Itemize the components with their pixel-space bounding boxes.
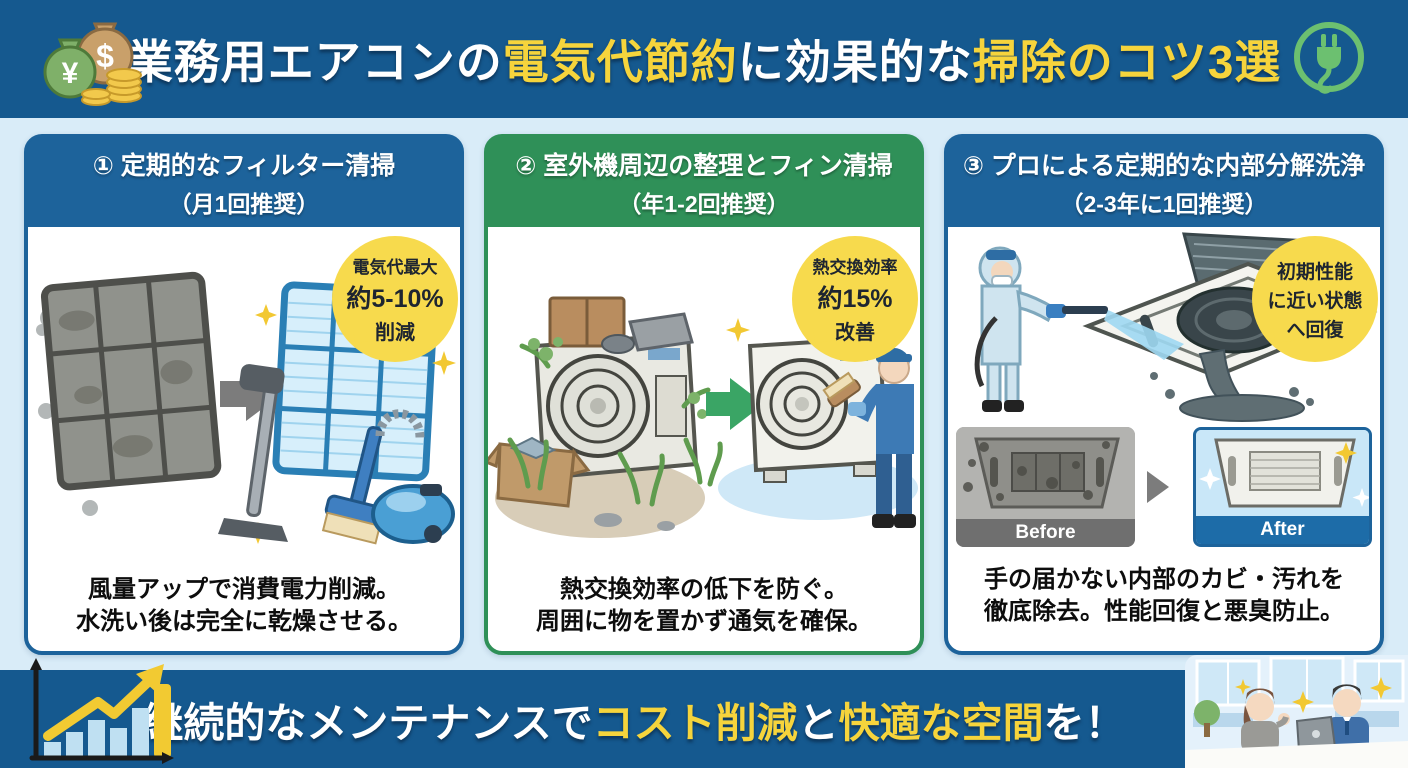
sparkles — [1235, 677, 1392, 713]
clean-unit-photo — [1195, 430, 1369, 518]
footer-segment: と — [797, 700, 839, 746]
footer-segment: 継続的なメンテナンスで — [142, 700, 593, 746]
money-bags-icon: $ ¥ — [43, 22, 142, 106]
before-after-arrow — [1146, 471, 1185, 503]
svg-text:¥: ¥ — [62, 57, 79, 90]
before-photo: Before — [956, 427, 1135, 547]
after-photo: After — [1192, 427, 1372, 547]
bubble-line: 熱交換効率 — [812, 258, 898, 277]
bubble-line: 初期性能 — [1276, 261, 1353, 283]
card1-desc-line1: 風量アップで消費電力削減。 — [88, 575, 400, 603]
office-consultation-illustration — [1185, 655, 1408, 768]
card3-desc-line2: 徹底除去。性能回復と悪臭防止。 — [984, 598, 1344, 625]
vacuum-nozzle — [218, 364, 288, 542]
card2-desc-line2: 周囲に物を置かず通気を確保。 — [536, 608, 872, 635]
water-spray — [1104, 310, 1184, 360]
card1-illustration-area: 電気代最大 約5-10% 削減 — [28, 226, 460, 556]
title-segment: 電気代節約 — [502, 36, 738, 88]
card-professional-cleaning: ③ プロによる定期的な内部分解洗浄 （2-3年に1回推奨） — [944, 134, 1384, 655]
card2-description: 熱交換効率の低下を防ぐ。 周囲に物を置かず通気を確保。 — [488, 556, 920, 656]
footer-message: 継続的なメンテナンスでコスト削減と快適な空間を！ — [102, 689, 1305, 749]
card2-header: ② 室外機周辺の整理とフィン清掃 （年1-2回推奨） — [487, 137, 921, 227]
card2-subtitle: （年1-2回推奨） — [618, 190, 790, 217]
before-label: Before — [956, 519, 1135, 547]
card3-description: 手の届かない内部のカビ・汚れを 徹底除去。性能回復と悪臭防止。 — [948, 550, 1380, 642]
footer-banner: 継続的なメンテナンスでコスト削減と快適な空間を！ — [0, 670, 1408, 768]
card1-benefit-bubble: 電気代最大 約5-10% 削減 — [332, 236, 458, 362]
card2-title: ② 室外機周辺の整理とフィン清掃 — [515, 151, 893, 180]
title-segment: 業務用エアコンの — [126, 36, 503, 88]
vacuum-cleaner — [371, 409, 455, 544]
growth-chart-icon — [29, 658, 174, 764]
clutter-boxes — [548, 296, 694, 354]
card1-desc-line2: 水洗い後は完全に乾燥させる。 — [76, 608, 412, 635]
card1-header: ① 定期的なフィルター清掃 （月1回推奨） — [27, 137, 461, 227]
outdoor-unit-illustration — [483, 296, 918, 538]
bubble-line: 改善 — [835, 322, 875, 344]
footer-segment: 快適な空間 — [838, 700, 1044, 746]
office-woman — [1241, 688, 1290, 753]
stones — [594, 513, 675, 531]
dirty-filter — [40, 271, 222, 491]
card1-title: ① 定期的なフィルター清掃 — [92, 151, 396, 180]
title-segment: に効果的な — [737, 36, 973, 88]
card2-benefit-bubble: 熱交換効率 約15% 改善 — [792, 236, 918, 362]
card3-illustration-area: 初期性能 に近い状態 へ回復 — [948, 226, 1380, 424]
card3-desc-line1: 手の届かない内部のカビ・汚れを — [984, 565, 1344, 593]
bubble-line: 約15% — [817, 285, 893, 313]
card1-subtitle: （月1回推奨） — [168, 190, 320, 217]
card3-header: ③ プロによる定期的な内部分解洗浄 （2-3年に1回推奨） — [947, 137, 1381, 227]
card3-benefit-bubble: 初期性能 に近い状態 へ回復 — [1252, 236, 1378, 362]
technician-sprayer — [974, 246, 1108, 412]
worker-brushing — [822, 348, 916, 528]
weeds — [507, 343, 723, 507]
bubble-line: 約5-10% — [346, 285, 444, 313]
bubble-line: に近い状態 — [1267, 290, 1363, 312]
arrow-right — [220, 367, 282, 421]
dirty-water — [1150, 348, 1314, 422]
power-plug-icon — [1294, 22, 1364, 94]
title-segment: 掃除のコツ3選 — [972, 36, 1282, 88]
footer-segment: コスト削減 — [592, 700, 798, 746]
svg-text:$: $ — [96, 38, 114, 74]
bubble-line: 削減 — [375, 322, 415, 344]
sparkle — [726, 318, 750, 342]
card3-subtitle: （2-3年に1回推奨） — [1060, 190, 1268, 217]
bubble-line: へ回復 — [1286, 319, 1344, 341]
arrow-right-green — [706, 378, 764, 430]
before-after-comparison: Before After — [948, 424, 1380, 550]
vine — [528, 337, 707, 419]
header-banner: $ ¥ 業務用エアコンの電気代節約に効果的な掃除のコツ3選 — [0, 0, 1408, 118]
bubble-line: 電気代最大 — [352, 258, 438, 277]
card-filter-cleaning: ① 定期的なフィルター清掃 （月1回推奨） — [24, 134, 464, 655]
dirty-unit-photo — [956, 427, 1135, 519]
page-title: 業務用エアコンの電気代節約に効果的な掃除のコツ3選 — [127, 26, 1282, 92]
card3-title: ③ プロによる定期的な内部分解洗浄 — [962, 151, 1366, 180]
after-label: After — [1195, 516, 1369, 544]
card2-desc-line1: 熱交換効率の低下を防ぐ。 — [560, 575, 848, 603]
card1-description: 風量アップで消費電力削減。 水洗い後は完全に乾燥させる。 — [28, 556, 460, 656]
footer-segment: を！ — [1043, 700, 1126, 746]
cleaning-brush — [321, 426, 387, 545]
card-outdoor-unit: ② 室外機周辺の整理とフィン清掃 （年1-2回推奨） — [483, 134, 924, 656]
card2-illustration-area: 熱交換効率 約15% 改善 — [483, 226, 920, 556]
